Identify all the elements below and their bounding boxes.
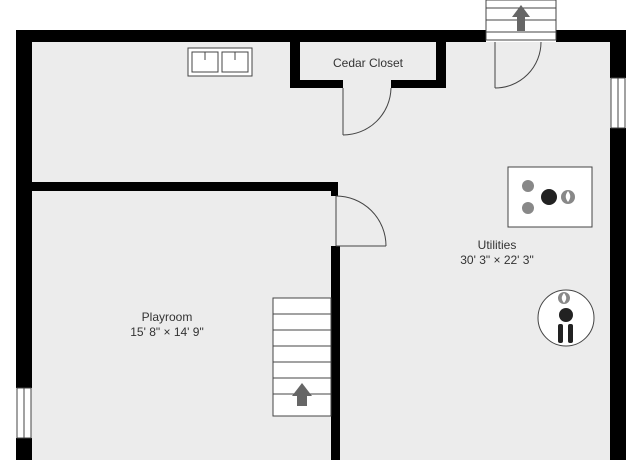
wall-playroom-right [331, 246, 340, 460]
wall-top-right [556, 30, 626, 42]
wall-top-left [16, 30, 486, 42]
stairs-up-arrow-icon [512, 5, 530, 31]
wall-right-upper [610, 30, 626, 78]
double-sink-icon [187, 47, 253, 77]
wall-playroom-top [28, 182, 338, 191]
wall-left-upper [16, 30, 32, 388]
stairs-up-arrow-icon [292, 383, 312, 406]
playroom-label: Playroom [142, 310, 193, 324]
cedar-closet-floor [300, 42, 436, 80]
furnace-icon [507, 166, 593, 228]
door-stairs [494, 41, 542, 89]
door-playroom [335, 195, 387, 247]
water-heater-icon [537, 289, 595, 347]
stairs-top [485, 0, 557, 41]
stairs-playroom [272, 297, 332, 417]
utilities-label: Utilities [478, 238, 517, 252]
cedar-closet-label: Cedar Closet [333, 56, 404, 70]
door-cedar-closet [342, 87, 392, 136]
playroom-dimensions: 15' 8" × 14' 9" [130, 325, 204, 339]
cedar-closet-walls [290, 42, 446, 88]
utilities-dimensions: 30' 3" × 22' 3" [460, 253, 534, 267]
exterior-walls [16, 30, 626, 460]
wall-playroom-right-stub [331, 182, 338, 196]
wall-right-lower [610, 128, 626, 460]
playroom-walls [28, 182, 340, 460]
windows [16, 77, 626, 439]
wall-left-lower [16, 438, 32, 460]
